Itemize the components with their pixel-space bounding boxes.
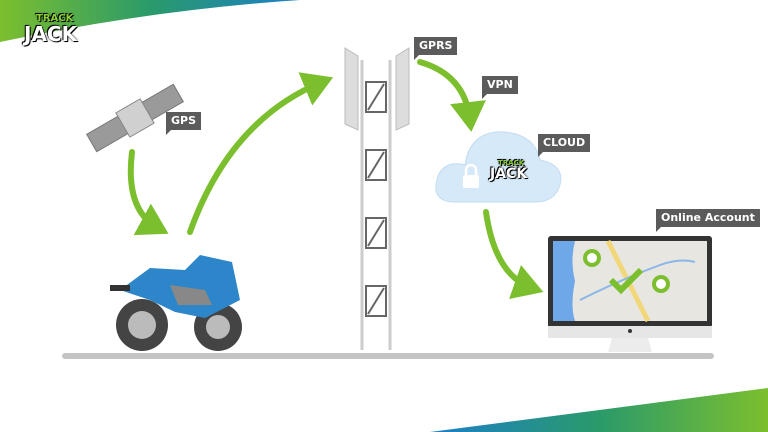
vpn-label: VPN xyxy=(482,76,518,99)
arrow-gps-to-bike xyxy=(127,149,169,236)
monitor-icon xyxy=(548,236,712,352)
top-swoosh xyxy=(0,0,300,42)
cloud-trackjack-logo: TRACK JACK xyxy=(490,159,528,182)
gps-label: GPS xyxy=(166,112,202,135)
motorcycle-icon xyxy=(110,255,242,351)
cloud-label: CLOUD xyxy=(538,134,591,157)
ground-line xyxy=(62,353,714,359)
online-account-label: Online Account xyxy=(656,209,760,232)
bottom-swoosh xyxy=(430,388,768,432)
gprs-label: GPRS xyxy=(414,37,458,60)
arrow-bike-to-tower xyxy=(187,72,334,235)
trackjack-logo: TRACK JACK xyxy=(24,13,78,46)
cell-tower-icon xyxy=(344,47,410,350)
cloud-icon xyxy=(435,131,562,203)
arrow-tower-to-cloud xyxy=(417,59,486,132)
arrow-cloud-to-account xyxy=(483,209,544,299)
satellite-icon xyxy=(86,83,184,153)
